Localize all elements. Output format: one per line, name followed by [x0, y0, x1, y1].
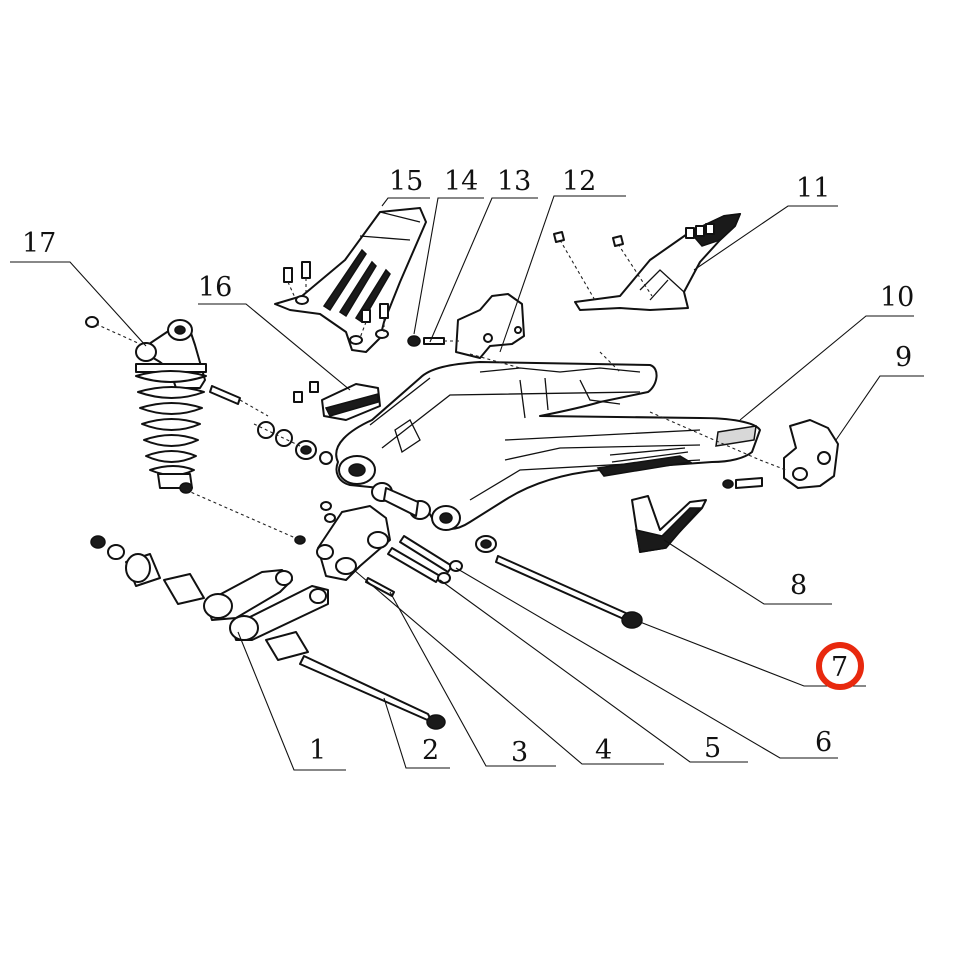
callout-2: 2 — [422, 735, 439, 766]
callout-17: 17 — [22, 228, 56, 259]
callout-5: 5 — [704, 733, 721, 764]
callout-10: 10 — [880, 282, 914, 313]
leader-lines — [10, 195, 924, 771]
mount-bushings — [209, 385, 333, 465]
mud-guard — [274, 207, 427, 353]
callout-14: 14 — [444, 166, 478, 197]
callout-7-highlight-ring — [816, 642, 864, 690]
bolt-and-nut — [407, 335, 462, 347]
swingarm — [335, 361, 761, 531]
chain-slider — [553, 213, 742, 311]
callout-6: 6 — [815, 727, 832, 758]
chain-adjuster — [722, 419, 839, 489]
callout-9: 9 — [895, 342, 912, 373]
callout-12: 12 — [562, 166, 596, 197]
callout-4: 4 — [595, 735, 612, 766]
callout-3: 3 — [511, 737, 528, 768]
shock-spring — [135, 370, 207, 476]
shock-absorber — [85, 316, 207, 494]
callout-11: 11 — [796, 173, 830, 204]
callout-1: 1 — [309, 735, 326, 766]
callout-13: 13 — [497, 166, 531, 197]
callout-15: 15 — [389, 166, 423, 197]
callout-8: 8 — [790, 570, 807, 601]
axis-lines — [95, 323, 787, 541]
chain-guard — [631, 495, 707, 553]
callout-labels: 1 2 3 4 5 6 7 8 9 10 11 12 13 14 15 16 1… — [22, 166, 914, 768]
callout-7: 7 — [831, 652, 848, 683]
callout-16: 16 — [198, 272, 232, 303]
bracket — [455, 293, 525, 359]
small-bracket — [293, 381, 381, 421]
linkage — [90, 482, 643, 730]
